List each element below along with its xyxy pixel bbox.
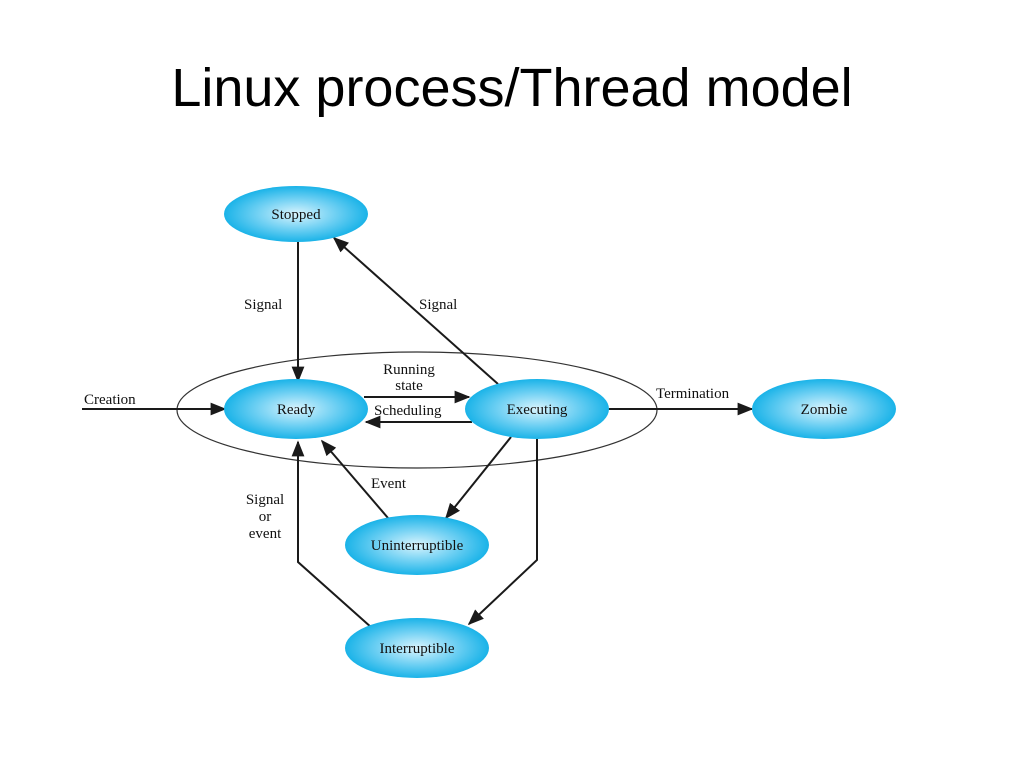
state-executing-label: Executing xyxy=(507,402,568,418)
label-signal-or-event-line2: or xyxy=(259,509,272,525)
state-ready: Ready xyxy=(224,379,368,439)
label-signal-or-event-line1: Signal xyxy=(246,492,284,508)
edge-uninterruptible-to-ready xyxy=(320,439,389,519)
edge-interruptible-to-ready xyxy=(291,440,373,629)
state-zombie: Zombie xyxy=(752,379,896,439)
state-stopped-label: Stopped xyxy=(271,207,321,223)
state-stopped: Stopped xyxy=(224,186,368,242)
label-termination: Termination xyxy=(656,386,730,402)
edge-executing-to-uninterruptible xyxy=(444,436,512,520)
label-running-state-line1: Running xyxy=(383,362,435,378)
edge-executing-to-stopped xyxy=(332,236,499,385)
state-uninterruptible: Uninterruptible xyxy=(345,515,489,575)
label-signal-stopped-to-ready: Signal xyxy=(244,297,282,313)
label-event: Event xyxy=(371,476,407,492)
slide-title: Linux process/Thread model xyxy=(171,58,853,118)
state-zombie-label: Zombie xyxy=(801,402,848,418)
edge-executing-to-interruptible xyxy=(467,439,538,626)
state-ready-label: Ready xyxy=(277,402,316,418)
label-signal-or-event-line3: event xyxy=(249,526,282,542)
state-executing: Executing xyxy=(465,379,609,439)
label-scheduling: Scheduling xyxy=(374,403,442,419)
state-interruptible: Interruptible xyxy=(345,618,489,678)
label-creation: Creation xyxy=(84,392,136,408)
label-signal-executing-to-stopped: Signal xyxy=(419,297,457,313)
label-running-state-line2: state xyxy=(395,378,423,394)
state-interruptible-label: Interruptible xyxy=(380,641,455,657)
state-uninterruptible-label: Uninterruptible xyxy=(371,538,464,554)
